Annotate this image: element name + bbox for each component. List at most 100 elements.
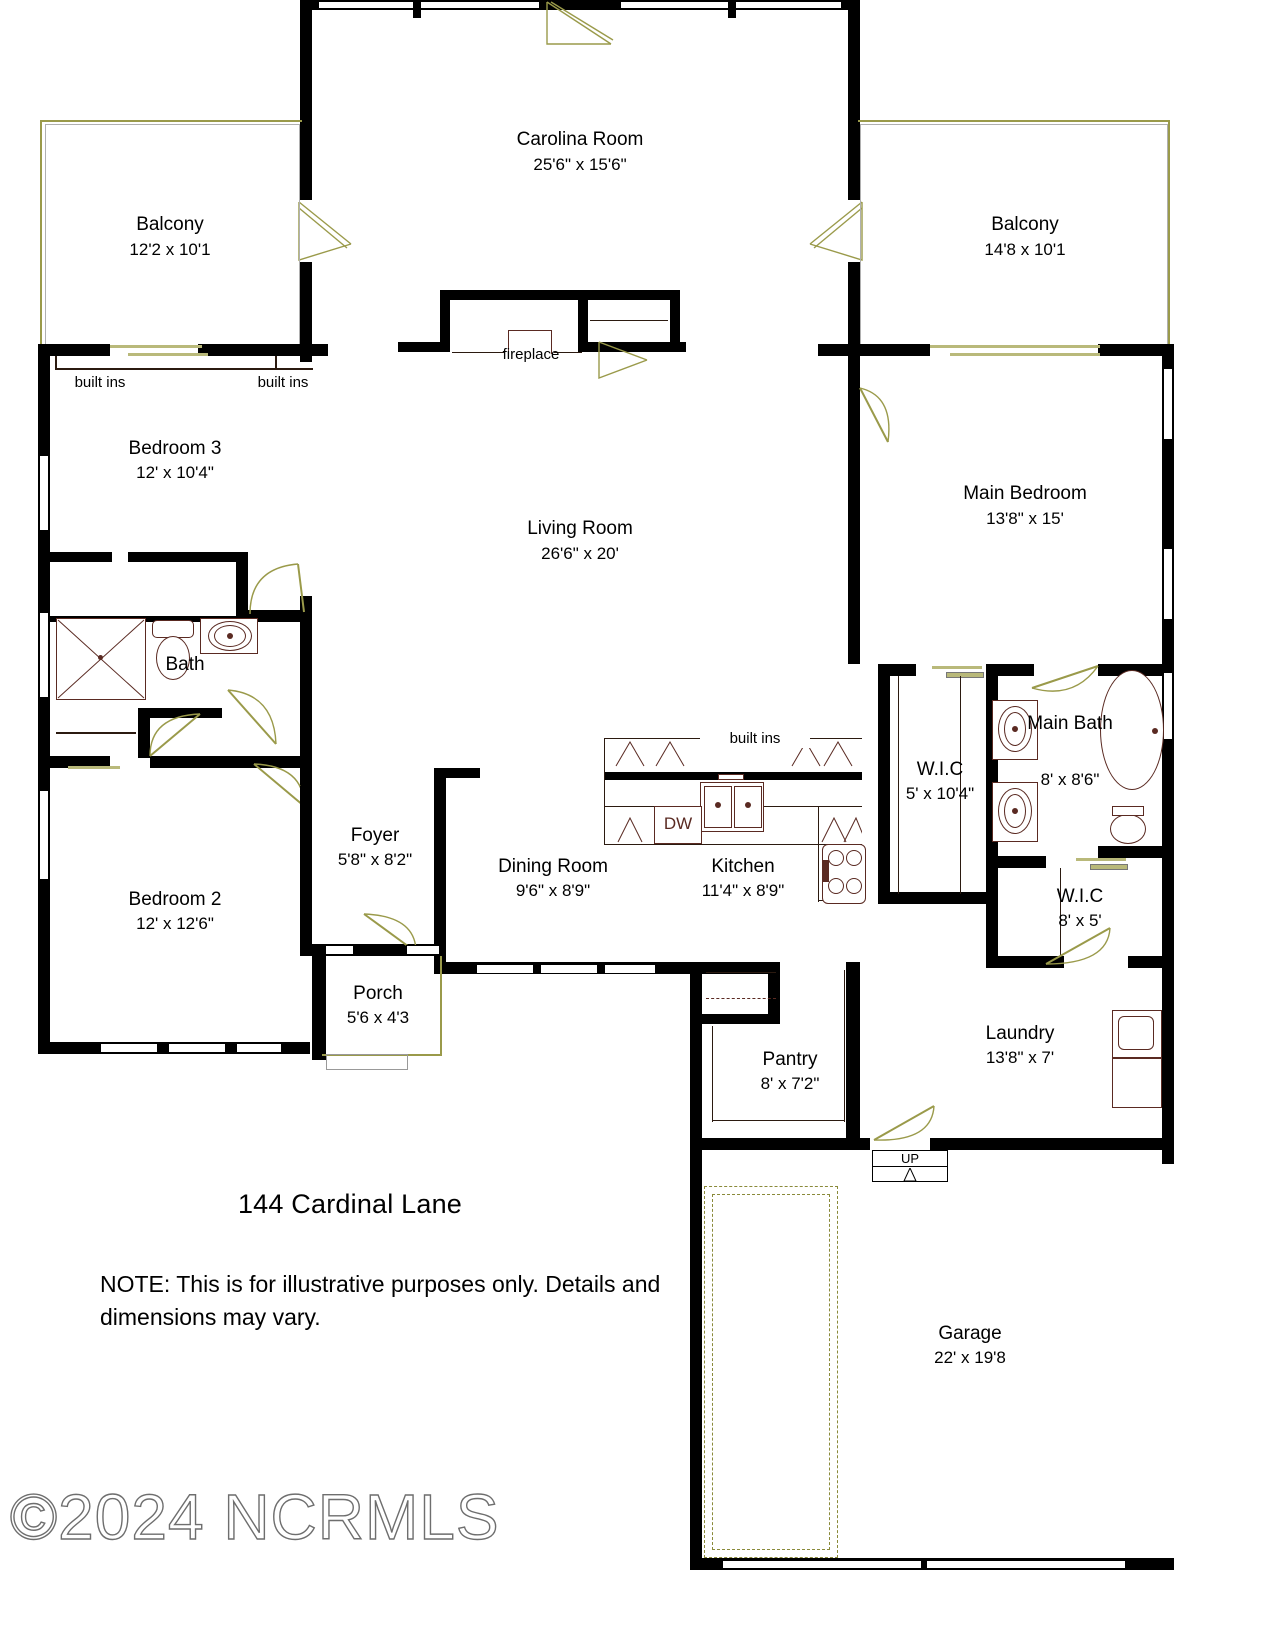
window-main-bath: [1163, 672, 1173, 740]
wall-carolina-top: [300, 0, 860, 10]
room-label-main-bath: Main Bath: [1027, 713, 1113, 734]
shower-drain-icon: [98, 655, 103, 660]
room-label-porch: Porch: [353, 983, 403, 1004]
door-fireplace-side: [595, 340, 651, 382]
room-dim-main-bath: 8' x 8'6": [1040, 770, 1100, 789]
builtins-left-edge: [604, 738, 605, 844]
room-label-balcony-right: Balcony: [991, 214, 1059, 235]
slider-balcony-left-1: [110, 345, 202, 348]
fireplace-hearth: [508, 330, 552, 354]
wall-wic-bottom: [878, 892, 988, 904]
room-label-wic-main: W.I.C: [916, 759, 964, 780]
wall-bath-bottom-a: [50, 756, 110, 768]
wall-fireplace-ledge-left: [398, 342, 448, 352]
wall-foyer-right: [434, 768, 446, 968]
room-label-balcony-left: Balcony: [136, 214, 204, 235]
wall-main-bath-bottom: [1098, 846, 1162, 858]
slider-balcony-right-2: [950, 353, 1100, 356]
main-bath-tub-drain-icon: [1152, 728, 1158, 734]
porch-edge-right: [440, 956, 442, 1056]
slider-wic-1: [932, 666, 982, 669]
room-label-garage: Garage: [938, 1323, 1002, 1344]
window-left-bottom-1: [100, 1043, 158, 1053]
window-main-bedroom-1: [1163, 368, 1173, 440]
room-dim-porch: 5'6 x 4'3: [346, 1008, 410, 1027]
page-title: 144 Cardinal Lane: [237, 1189, 463, 1219]
annotation-built-ins-left: built ins: [74, 374, 126, 391]
window-bedroom3-left: [39, 455, 49, 531]
wall-balcony-left-bottom-a: [38, 344, 110, 356]
door-carolina-to-balcony-left: [295, 200, 355, 264]
wall-carolina-left-upper: [300, 0, 312, 200]
burner-4-icon: [846, 878, 862, 894]
room-label-kitchen: Kitchen: [711, 856, 775, 877]
upper-cabinets-hatch-icon: [615, 741, 853, 767]
wall-fireplace-left: [440, 290, 450, 352]
wall-carolina-right-upper: [848, 0, 860, 200]
wall-balcony-right-bottom-b: [1098, 344, 1174, 356]
wall-bath-bottom-b: [150, 756, 312, 768]
door-wic-small: [1044, 924, 1114, 970]
room-dim-bedroom-3: 12' x 10'4": [136, 463, 214, 482]
main-bath-drain-top-icon: [1012, 726, 1018, 732]
balcony-left-edge-top: [40, 120, 302, 122]
wall-bath-vert-right-upper: [236, 552, 248, 622]
builtins-tick-left-a: [55, 356, 57, 370]
door-main-bedroom: [858, 386, 904, 448]
wic-small-shelf: [1060, 868, 1061, 956]
pantry-shelf-right: [844, 970, 845, 1122]
wall-carolina-left-lower: [300, 262, 312, 362]
wall-foyer-left: [300, 786, 312, 956]
pantry-nook-shelf-2: [706, 998, 776, 1000]
balcony-left-edge-side: [40, 120, 42, 350]
garage-door-panel-right: [926, 1560, 1126, 1569]
fireplace-leader-right: [554, 352, 582, 353]
dryer: [1112, 1058, 1162, 1108]
wall-fireplace-back: [440, 290, 680, 300]
wall-main-bedroom-left: [848, 344, 860, 664]
wall-wic-left: [878, 664, 890, 904]
wall-mullion-a: [413, 0, 421, 18]
door-carolina-top: [545, 0, 615, 50]
wall-left-exterior: [38, 344, 50, 1054]
lower-cabinets-hatch-icon: [617, 816, 862, 843]
room-dim-living-room: 26'6" x 20': [541, 544, 619, 563]
room-dim-dining-room: 9'6" x 8'9": [515, 881, 591, 900]
builtins-line-left: [55, 368, 277, 370]
pantry-shelf-bottom: [712, 1120, 844, 1121]
room-label-bedroom-2: Bedroom 2: [128, 889, 222, 910]
room-label-carolina-room: Carolina Room: [516, 129, 644, 150]
room-label-dining-room: Dining Room: [498, 856, 608, 877]
wall-fireplace-mid: [578, 290, 588, 352]
wall-wic-small-top-a: [986, 856, 1046, 868]
annotation-stairs-up: UP: [900, 1151, 920, 1166]
pantry-shelf-left: [712, 1026, 713, 1122]
window-carolina-top-left: [318, 1, 540, 9]
burner-3-icon: [828, 878, 844, 894]
kitchen-cabinet-front: [604, 844, 862, 845]
sink-drain-left-icon: [715, 802, 721, 808]
wall-carolina-right-lower: [848, 262, 860, 362]
window-bedroom2-left: [39, 790, 49, 880]
window-main-bedroom-2: [1163, 548, 1173, 620]
wall-closet-vert: [138, 714, 150, 758]
disclaimer-note: NOTE: This is for illustrative purposes …: [100, 1271, 661, 1330]
door-garage-entry: [872, 1100, 938, 1146]
wall-right-exterior: [1162, 344, 1174, 1164]
toilet-bowl: [156, 636, 190, 680]
room-label-living-room: Living Room: [527, 518, 633, 539]
annotation-dishwasher: DW: [663, 814, 693, 833]
wall-fireplace-right: [670, 290, 680, 352]
room-dim-wic-small: 8' x 5': [1058, 911, 1102, 930]
builtins-line-left2: [265, 368, 313, 370]
door-carolina-to-balcony-right: [806, 200, 866, 264]
builtins-tick-left-b: [275, 356, 277, 370]
room-dim-laundry: 13'8" x 7': [985, 1048, 1055, 1067]
kitchen-peninsula-edge: [818, 806, 819, 902]
wall-pantry-right: [846, 962, 860, 1148]
burner-2-icon: [846, 850, 862, 866]
watermark-ncrmls: ©2024 NCRMLS: [9, 1480, 500, 1553]
window-left-bottom-3: [236, 1043, 282, 1053]
wall-laundry-bottom: [930, 1138, 1166, 1150]
